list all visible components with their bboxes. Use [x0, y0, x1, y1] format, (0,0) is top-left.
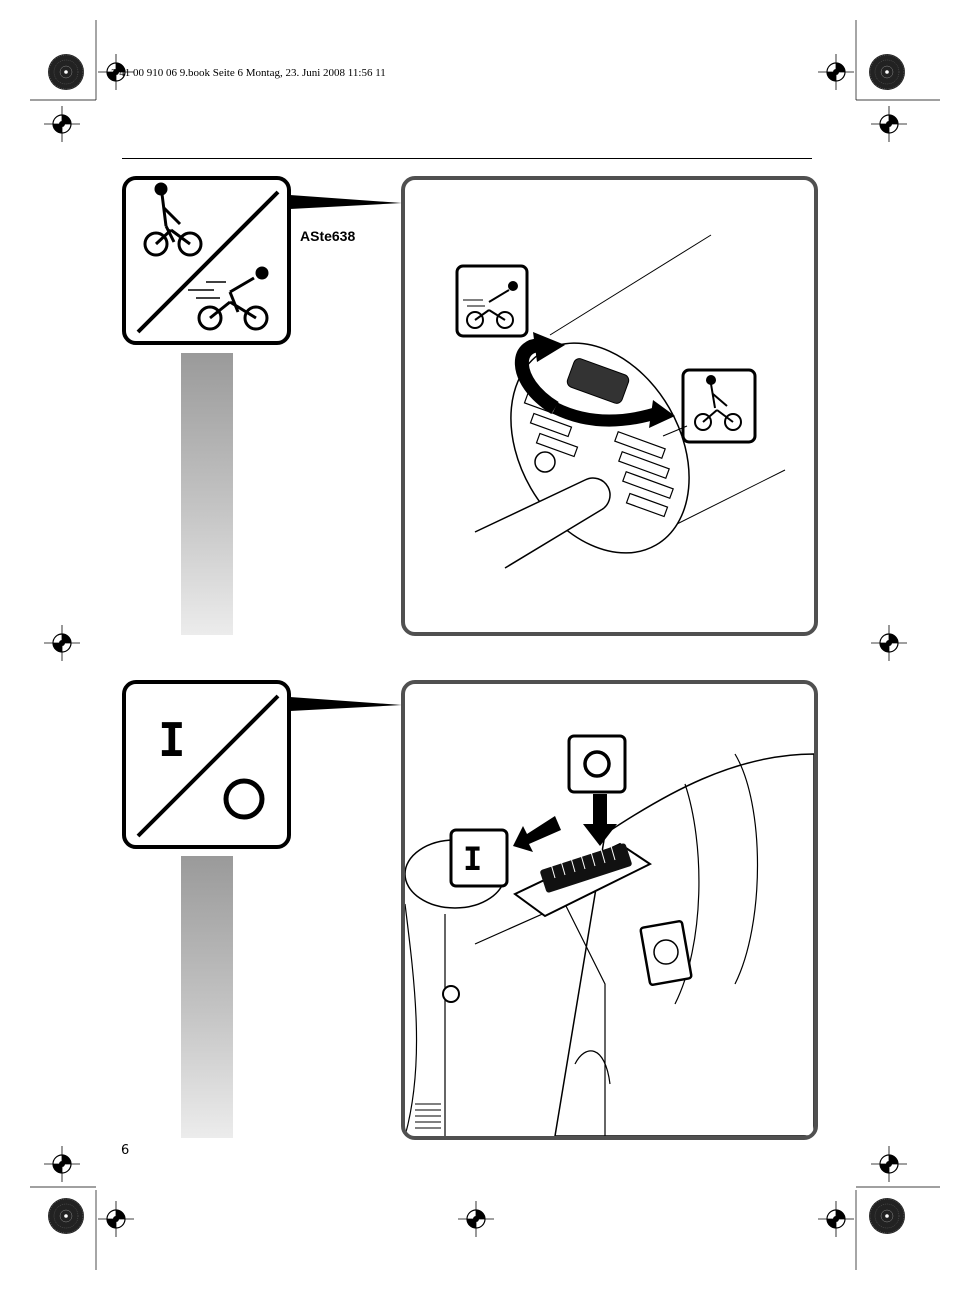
callout-pointer — [290, 195, 402, 209]
cyclist-fast-icon — [455, 264, 529, 338]
slide-arrow-icon — [513, 816, 561, 852]
svg-text:I: I — [463, 840, 482, 878]
on-symbol-icon: I — [449, 828, 509, 888]
speed-selector-legend-icon — [122, 176, 291, 345]
gray-side-bar — [181, 856, 233, 1138]
off-symbol-icon — [223, 778, 265, 820]
header-rule — [122, 158, 812, 159]
starburst-mark — [47, 53, 85, 91]
callout-pointer — [290, 697, 402, 711]
on-off-illustration-panel: I — [401, 680, 818, 1140]
rotation-arrow-icon — [514, 332, 675, 428]
on-symbol-icon: I — [158, 713, 186, 767]
header-imprint: 3 41 00 910 06 9.book Seite 6 Montag, 23… — [111, 67, 386, 79]
off-symbol-icon — [567, 734, 627, 794]
cyclist-slow-icon — [681, 368, 757, 444]
page-number: 6 — [121, 1143, 130, 1158]
gray-side-bar — [181, 353, 233, 635]
model-label: ASte638 — [300, 228, 356, 244]
cyclist-slow-icon — [143, 182, 203, 257]
on-off-legend-icon: I — [122, 680, 291, 849]
cyclist-fast-icon — [188, 266, 269, 331]
speed-selector-illustration-panel — [401, 176, 818, 636]
push-arrow-icon — [583, 794, 617, 846]
